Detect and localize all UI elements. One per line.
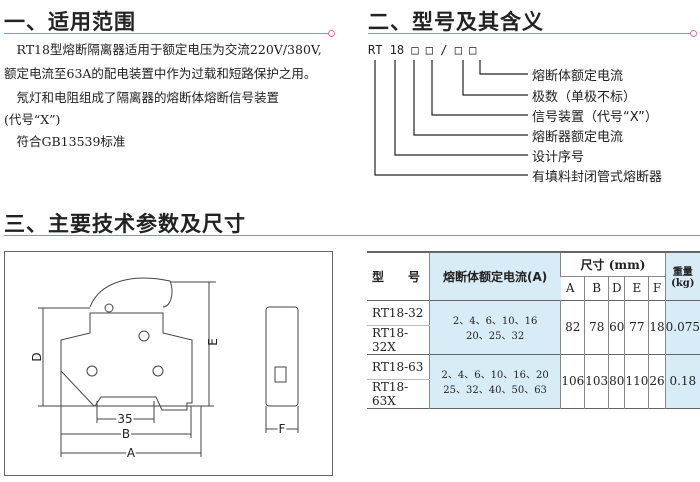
value-e: 110: [624, 354, 649, 408]
dim-e: E: [206, 338, 220, 346]
section3-title: 三、主要技术参数及尺寸: [4, 212, 246, 236]
current-values: 2、4、6、10、16 20、25、32: [428, 300, 561, 354]
code-label: 有填料封闭管式熔断器: [532, 170, 663, 185]
header-model: 型 号: [372, 269, 421, 284]
model: RT18-32: [367, 300, 430, 326]
section1-rule: [4, 30, 335, 37]
model: RT18-63: [367, 354, 430, 380]
code-label: 熔断器额定电流: [532, 130, 624, 145]
col-e: E: [624, 276, 649, 300]
model: RT18-32X: [372, 325, 409, 354]
value-d: 60: [608, 300, 625, 354]
value-d: 80: [608, 354, 625, 408]
value-e: 77: [624, 300, 649, 354]
dim-d: D: [30, 352, 44, 361]
spec-table: 型 号 熔断体额定电流(A) 尺寸 (mm) 重量(kg) A B D E F …: [367, 251, 700, 409]
section1-title: 一、适用范围: [4, 10, 136, 34]
section2-title: 二、型号及其含义: [368, 10, 544, 34]
table-row: RT18-63 2、4、6、10、16、20 25、32、40、50、63 10…: [367, 354, 700, 408]
code-label: 设计序号: [532, 150, 585, 165]
section1-line: 氖灯和电阻组成了隔离器的熔断体熔断信号装置: [4, 90, 280, 105]
section1-line: 额定电流至63A的配电装置中作为过载和短路保护之用。: [4, 66, 317, 81]
col-b: B: [584, 276, 609, 300]
code-label: 信号装置（代号“X”）: [532, 110, 658, 125]
dimension-drawing: D E 35 B A F: [4, 251, 333, 476]
code-label: 极数（单极不标）: [532, 90, 637, 105]
model: RT18-63X: [372, 379, 409, 408]
code-label: 熔断体额定电流: [532, 69, 624, 84]
col-f: F: [648, 276, 666, 300]
model-code: RT 18 □ □ / □ □: [368, 43, 477, 57]
section1-line: (代号“X”): [4, 112, 61, 127]
col-a: A: [565, 281, 575, 295]
value-b: 78: [584, 300, 609, 354]
current-values: 2、4、6、10、16、20 25、32、40、50、63: [428, 354, 561, 408]
header-size: 尺寸 (mm): [560, 252, 666, 277]
col-d: D: [608, 276, 625, 300]
dim-b: B: [122, 427, 130, 441]
dim-35: 35: [117, 412, 132, 426]
value-weight: 0.075: [664, 300, 700, 354]
dim-f: F: [279, 422, 286, 436]
table-row: RT18-32 2、4、6、10、16 20、25、32 82 78 60 77…: [367, 300, 700, 354]
header-weight: 重量(kg): [664, 252, 700, 300]
section1-line: 符合GB13539标准: [4, 134, 126, 149]
section2-rule: [368, 30, 697, 37]
dim-a: A: [127, 446, 136, 460]
header-current: 熔断体额定电流(A): [428, 252, 561, 300]
value-a: 82: [560, 300, 585, 354]
value-f: 18: [648, 300, 666, 354]
section1-line: RT18型熔断隔离器适用于额定电压为交流220V/380V,: [4, 42, 322, 57]
value-a: 106: [560, 354, 585, 408]
model-code-leaders: [374, 60, 528, 176]
value-f: 26: [648, 354, 666, 408]
section3-rule: [4, 235, 700, 236]
value-b: 103: [584, 354, 609, 408]
value-weight: 0.18: [664, 354, 700, 408]
